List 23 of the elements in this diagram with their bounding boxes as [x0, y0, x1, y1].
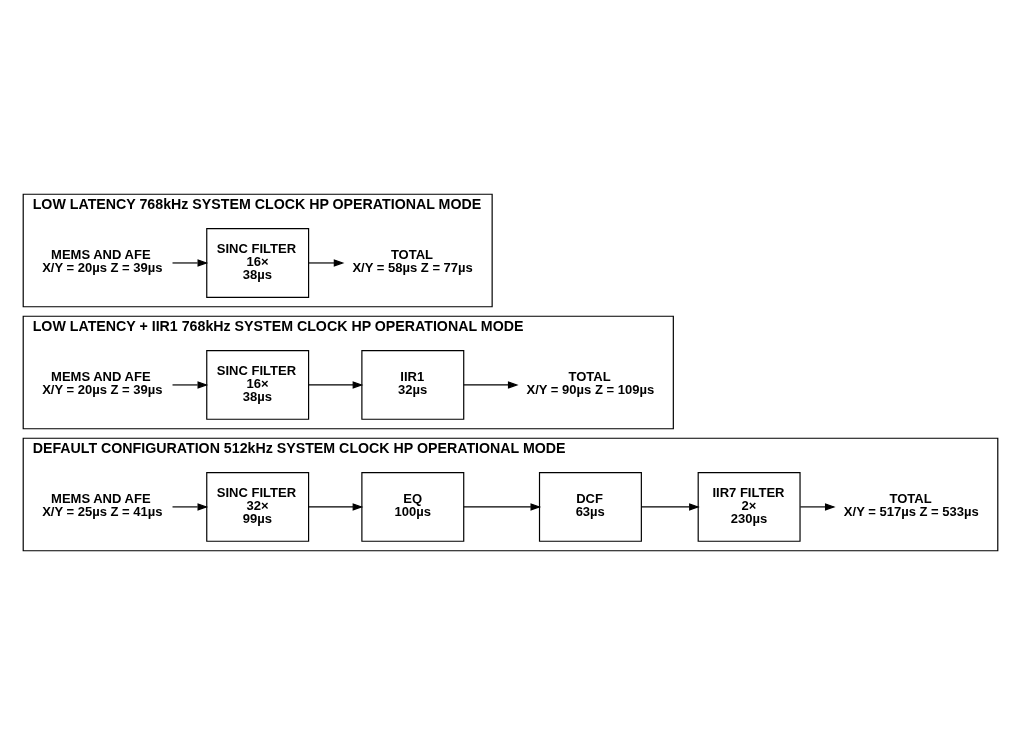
arrow — [171, 502, 208, 511]
node-box: SINC FILTER 16× 38µs — [205, 349, 309, 420]
arrow — [799, 502, 836, 511]
arrow — [171, 258, 208, 267]
arrow — [462, 502, 541, 511]
arrow — [171, 380, 208, 389]
node-text: TOTAL X/Y = 90µs Z = 109µs — [525, 368, 654, 397]
node-box: IIR1 32µs — [360, 349, 464, 420]
node-box: IIR7 FILTER 2× 230µs — [697, 471, 801, 542]
node-box: EQ 100µs — [360, 471, 464, 542]
node-text: MEMS AND AFE X/Y = 20µs Z = 39µs — [41, 246, 163, 275]
arrow — [307, 502, 363, 511]
node-text: TOTAL X/Y = 517µs Z = 533µs — [843, 490, 979, 519]
arrow — [640, 502, 700, 511]
node-text: MEMS AND AFE X/Y = 25µs Z = 41µs — [41, 490, 163, 519]
arrow — [307, 258, 344, 267]
arrow — [462, 380, 519, 389]
node-text: MEMS AND AFE X/Y = 20µs Z = 39µs — [41, 368, 163, 397]
node-box: SINC FILTER 16× 38µs — [205, 227, 309, 298]
node-text: TOTAL X/Y = 58µs Z = 77µs — [351, 246, 473, 275]
arrow — [307, 380, 363, 389]
node-box: DCF 63µs — [538, 471, 642, 542]
node-box: SINC FILTER 32× 99µs — [205, 471, 309, 542]
